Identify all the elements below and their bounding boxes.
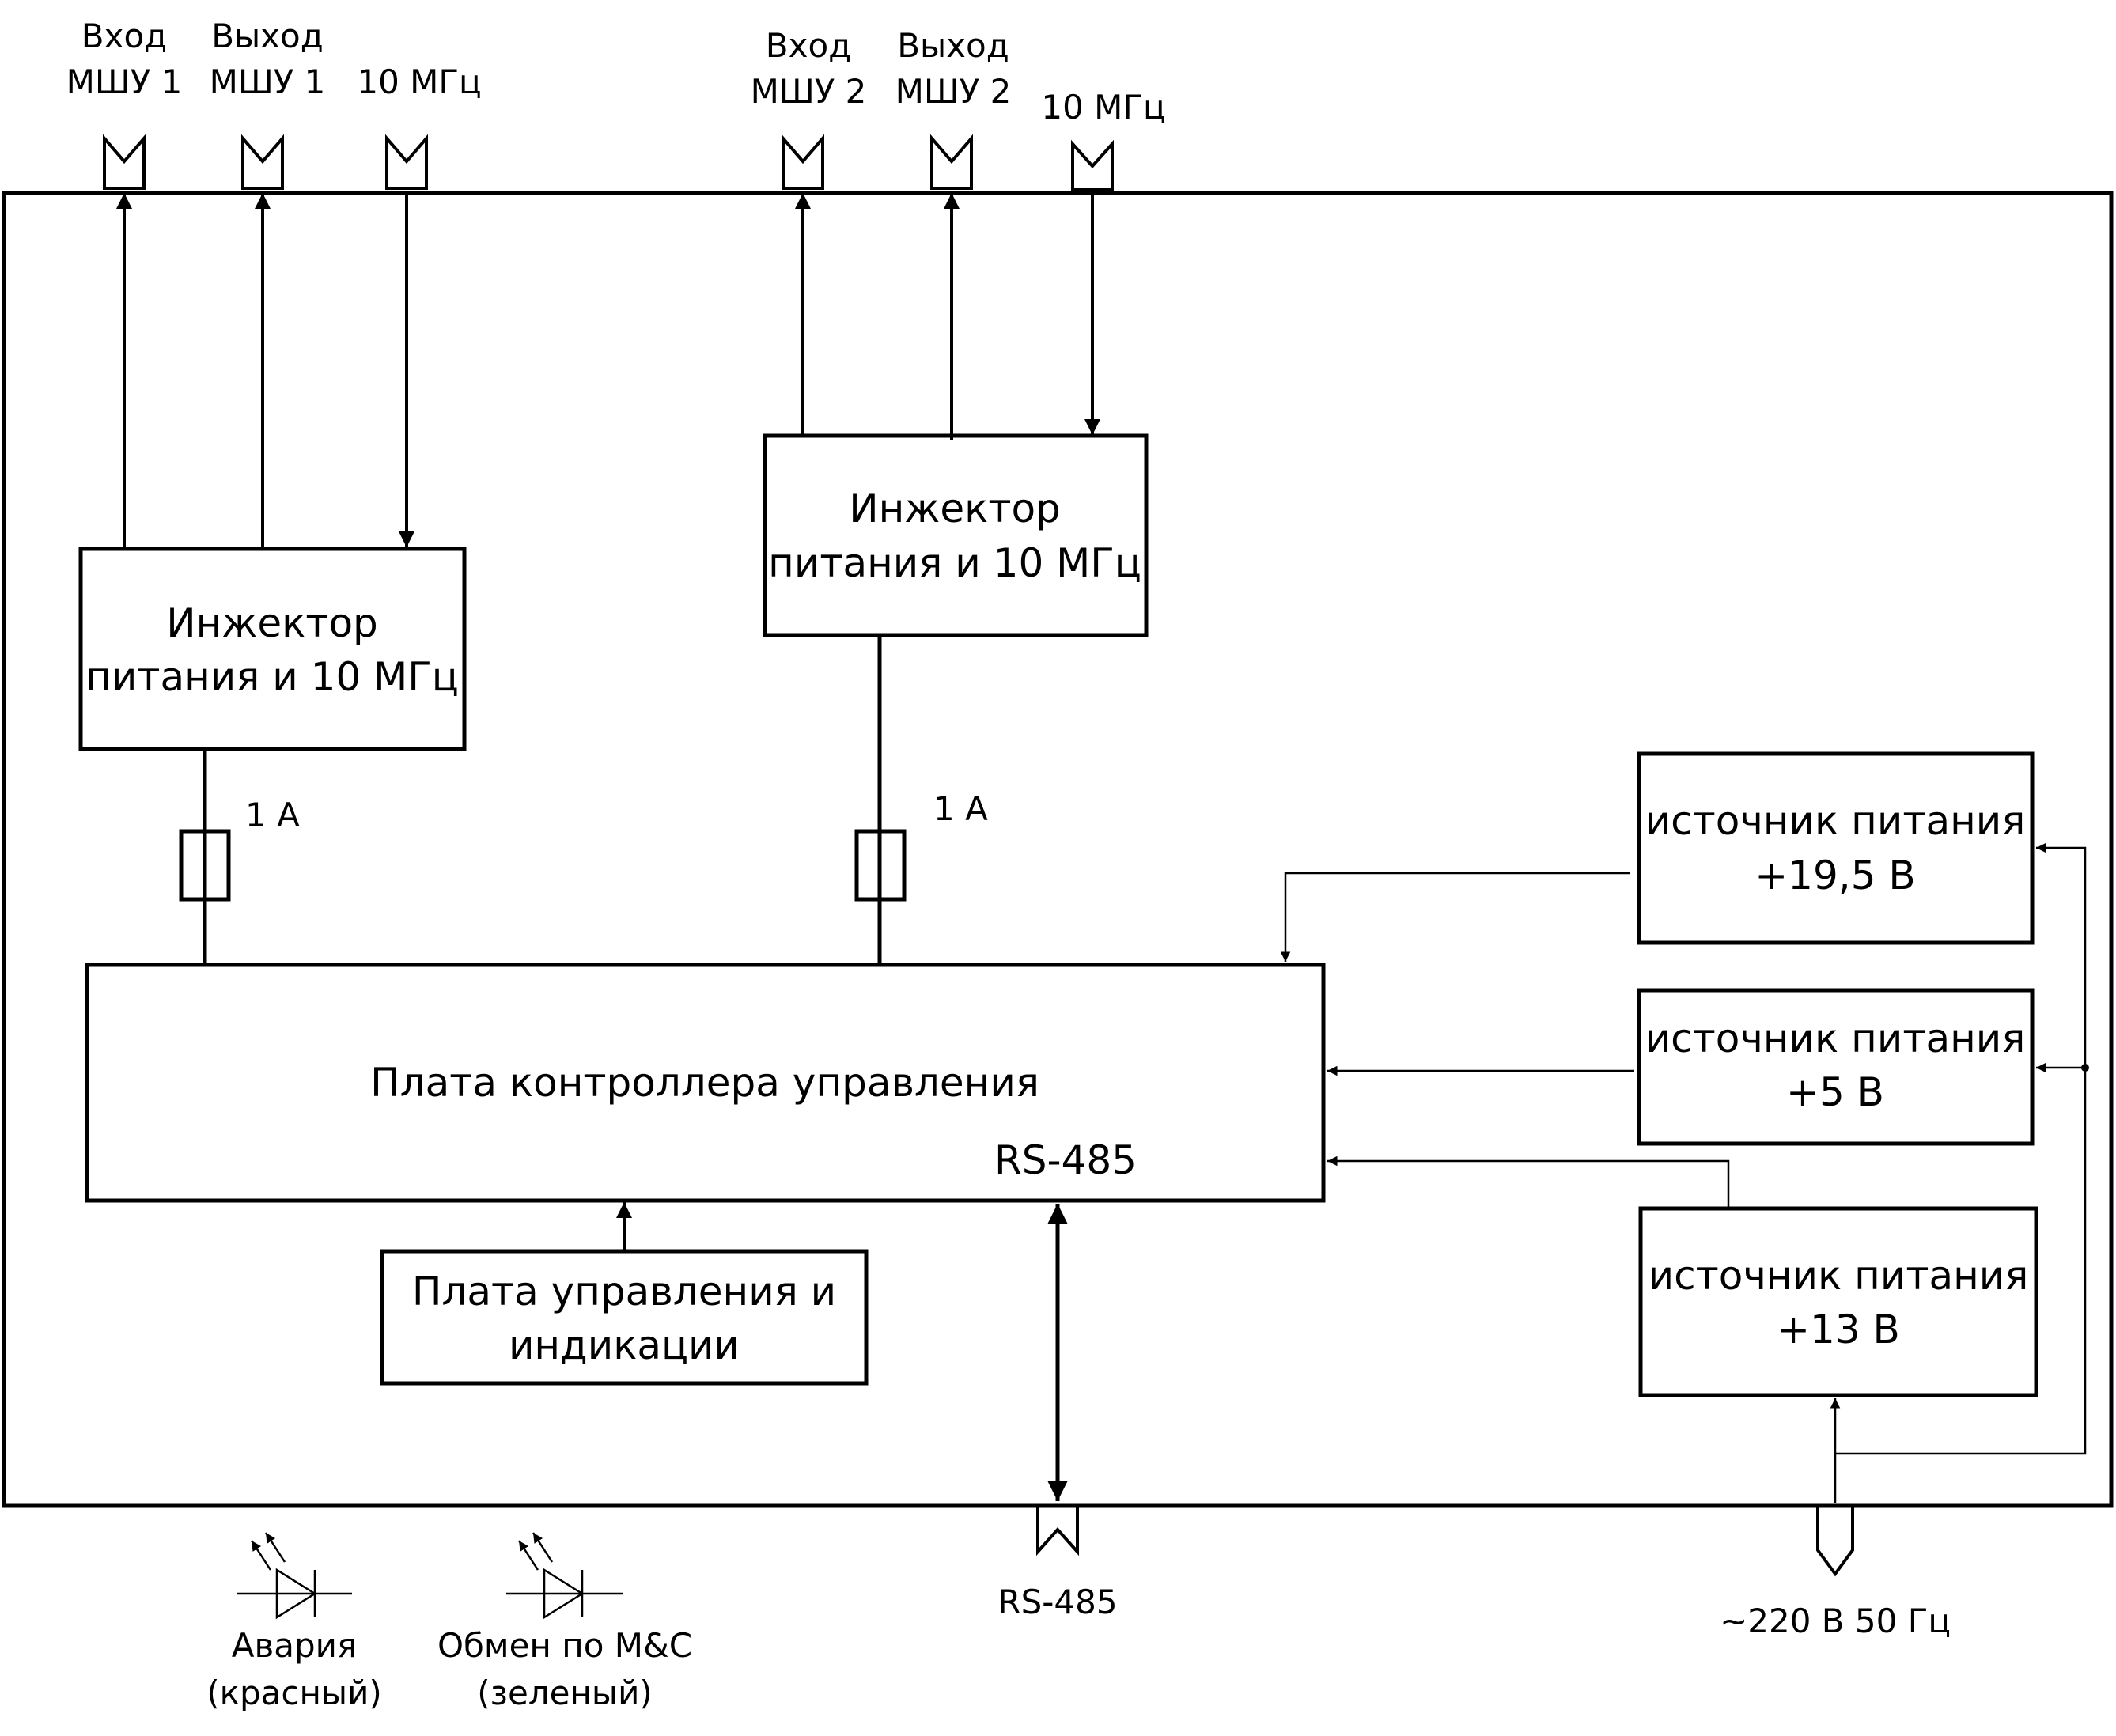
led-mc-label-line2: (зеленый): [477, 1674, 653, 1712]
led-alarm-label-line1: Авария: [232, 1626, 357, 1665]
fuse-2-label: 1 А: [933, 789, 988, 828]
psu-5v-line2: +5 В: [1786, 1069, 1884, 1115]
controller-rs485-label: RS-485: [994, 1137, 1137, 1183]
connector-mains: [1816, 1506, 1854, 1577]
controller-title: Плата контроллера управления: [370, 1060, 1039, 1106]
connector-rs485: [1036, 1507, 1079, 1556]
psu-19v-line1: источник питания: [1645, 798, 2026, 844]
injector-1-line2: питания и 10 МГц: [85, 654, 459, 700]
label-rs485-bottom: RS-485: [997, 1583, 1117, 1621]
connector-lna1-out: [241, 134, 284, 190]
label-lna1-in-line1: Вход: [81, 17, 167, 55]
psu-5v-box: [1637, 988, 2035, 1146]
label-lna2-out-line1: Выход: [897, 26, 1009, 65]
connector-lna2-in: [782, 134, 824, 190]
psu-19v-box: [1637, 751, 2035, 945]
enclosure-frame: [2, 191, 2114, 1508]
label-lna2-out-line2: МШУ 2: [895, 72, 1012, 111]
controller-board: [85, 963, 1326, 1203]
injector-2-line2: питания и 10 МГц: [768, 540, 1141, 586]
label-lna1-out-line1: Выход: [211, 17, 324, 55]
connector-lna2-out: [930, 134, 973, 190]
led-mc-icon: [506, 1532, 623, 1620]
label-lna2-in-line2: МШУ 2: [751, 72, 867, 111]
connector-ref1: [385, 134, 428, 190]
label-lna2-in-line1: Вход: [766, 26, 851, 65]
psu-5v-line1: источник питания: [1645, 1016, 2026, 1061]
led-alarm-icon: [237, 1532, 352, 1620]
injector-1-line1: Инжектор: [166, 600, 378, 646]
indication-board-line2: индикации: [509, 1322, 740, 1368]
line-mains-bus: [1834, 842, 2087, 1503]
indication-board-line1: Плата управления и: [412, 1269, 836, 1314]
label-mains: ~220 В 50 Гц: [1720, 1602, 1951, 1640]
connector-lna1-in: [103, 134, 146, 190]
label-ref1: 10 МГц: [357, 62, 481, 101]
injector-2-line1: Инжектор: [849, 486, 1061, 531]
psu-13v-line1: источник питания: [1649, 1253, 2029, 1299]
junction-dot: [2081, 1064, 2089, 1072]
line-psu13-to-controller: [1327, 1155, 1730, 1208]
fuse-2: [854, 829, 907, 902]
line-psu19-to-controller: [1280, 872, 1630, 962]
fuse-1: [179, 829, 231, 902]
connector-ref2: [1071, 139, 1114, 191]
injector-2-box: [763, 433, 1149, 637]
led-alarm-label-line2: (красный): [206, 1674, 382, 1712]
label-lna1-in-line2: МШУ 1: [66, 62, 183, 101]
led-mc-label-line1: Обмен по M&C: [437, 1626, 692, 1665]
psu-13v-box: [1638, 1206, 2038, 1397]
label-ref2: 10 МГц: [1041, 88, 1165, 127]
fuse-1-label: 1 А: [245, 796, 300, 834]
injector-1-box: [78, 547, 467, 751]
psu-13v-line2: +13 В: [1777, 1307, 1900, 1352]
psu-19v-line2: +19,5 В: [1755, 853, 1915, 898]
label-lna1-out-line2: МШУ 1: [210, 62, 326, 101]
